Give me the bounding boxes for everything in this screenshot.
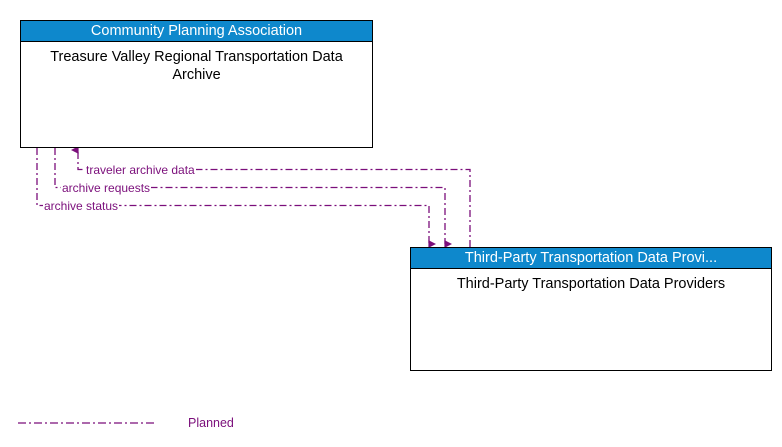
flow-label-archive-requests: archive requests (61, 181, 152, 195)
node-title-treasure-valley-regional-transportation-data-archive: Treasure Valley Regional Transportation … (50, 49, 343, 83)
node-header-third-party-transportation-data-providers: Third-Party Transportation Data Provi... (411, 248, 771, 269)
legend-line-planned (18, 422, 156, 424)
flow-archive-requests (54, 148, 452, 248)
legend-label-planned: Planned (188, 416, 234, 430)
legend: Planned (18, 411, 318, 435)
flow-label-traveler-archive-data: traveler archive data (85, 163, 196, 177)
node-header-community-planning-association: Community Planning Association (21, 21, 372, 42)
node-community-planning-association[interactable]: Community Planning Association Treasure … (20, 20, 373, 148)
node-third-party-transportation-data-providers[interactable]: Third-Party Transportation Data Provi...… (410, 247, 772, 371)
node-title-third-party-transportation-data-providers: Third-Party Transportation Data Provider… (456, 276, 726, 292)
flow-archive-status (36, 148, 436, 248)
flow-label-archive-status: archive status (43, 199, 120, 213)
flow-traveler-archive-data (71, 146, 471, 247)
